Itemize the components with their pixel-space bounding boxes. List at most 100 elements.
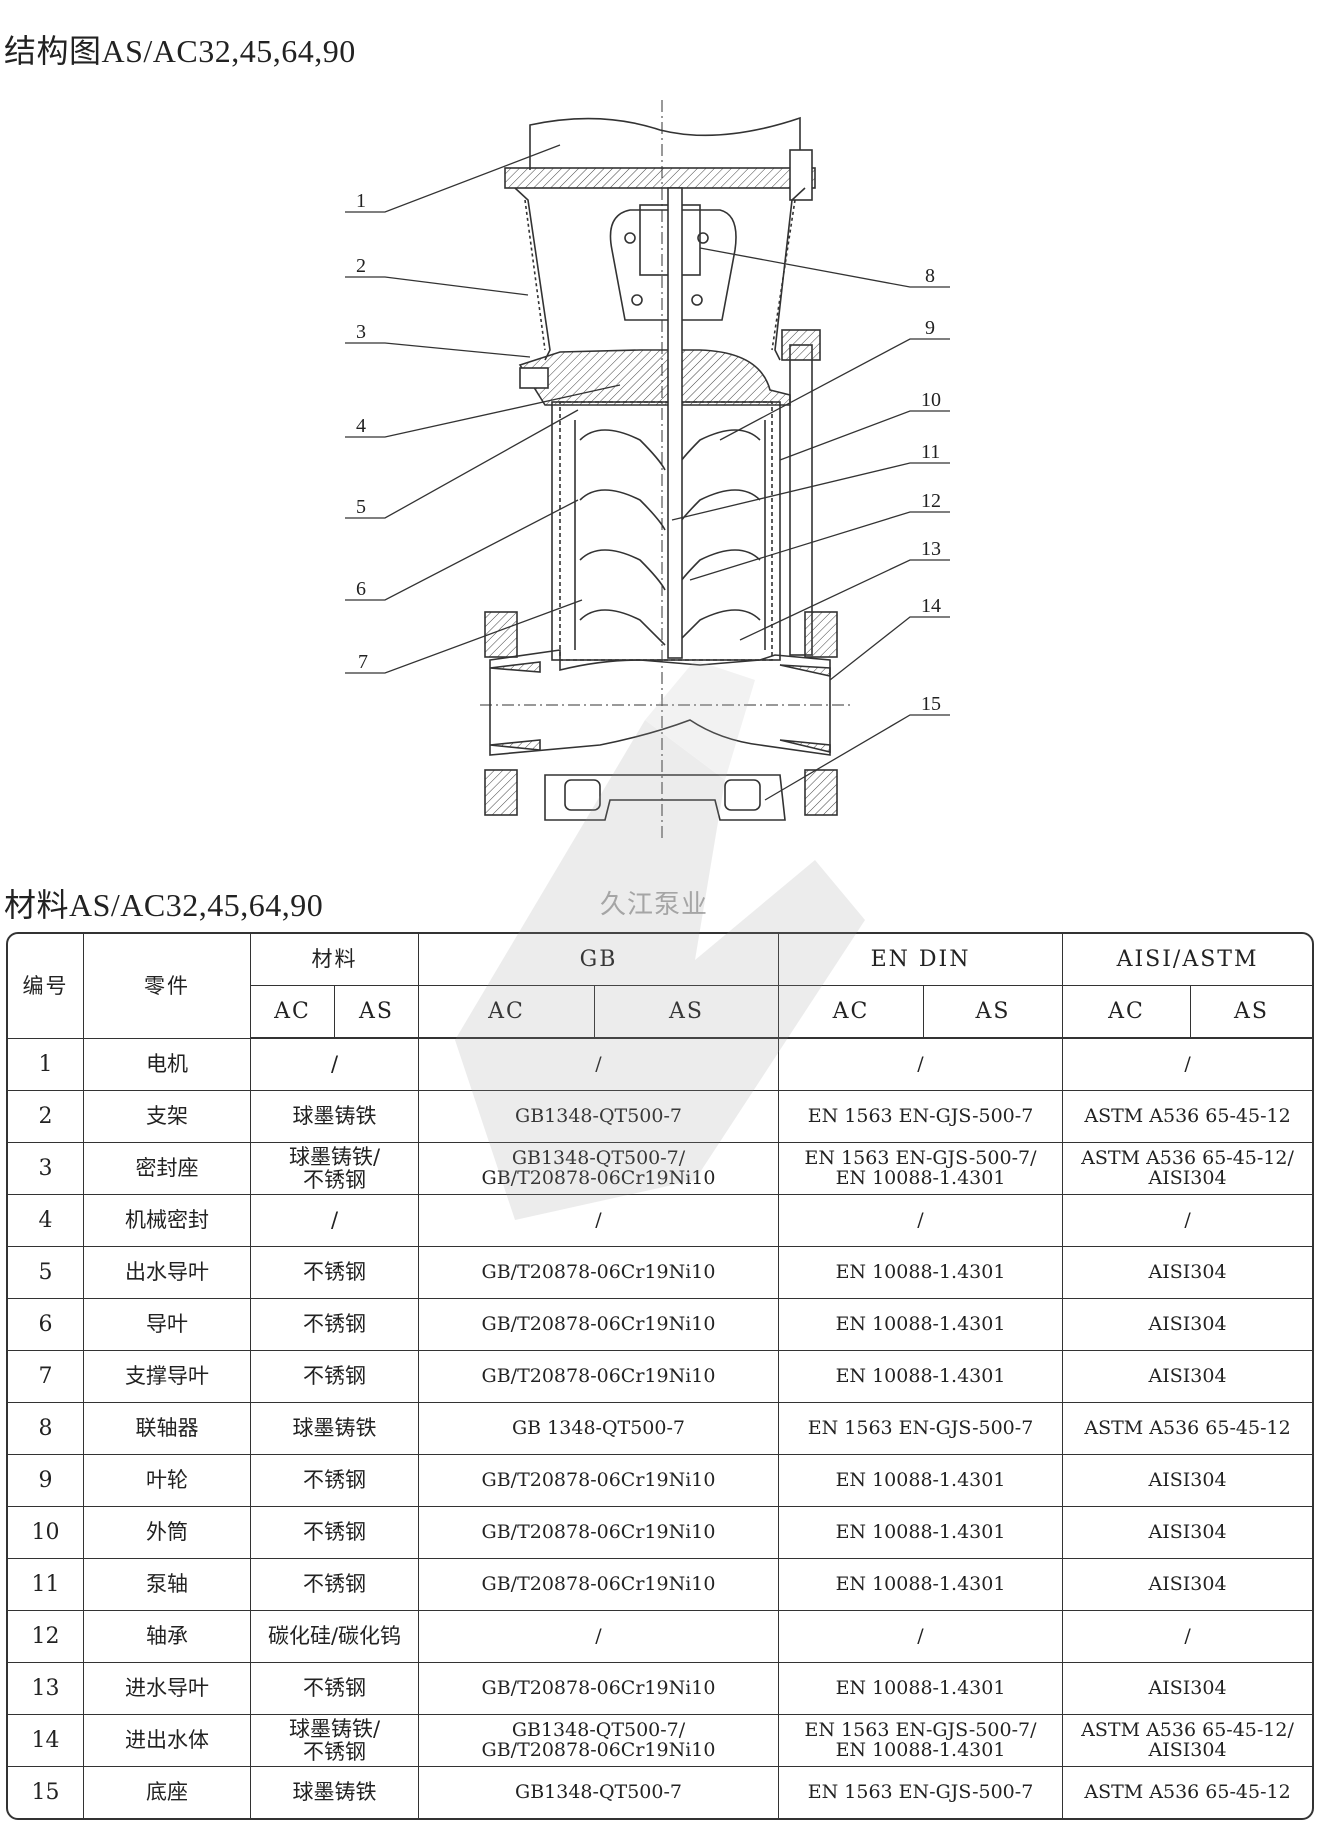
part-name: 外筒 <box>84 1507 251 1559</box>
outer-sleeve <box>551 401 781 661</box>
header-gb-as: AS <box>595 986 779 1039</box>
callout-10: 10 <box>921 389 941 411</box>
part-name: 密封座 <box>84 1143 251 1195</box>
header-en-ac: AC <box>779 986 924 1039</box>
en-din-standard: EN 1563 EN-GJS-500-7 <box>779 1767 1064 1818</box>
material: 球墨铸铁 <box>251 1091 419 1143</box>
callout-8: 8 <box>925 265 935 287</box>
material: 不锈钢 <box>251 1351 419 1403</box>
material: 不锈钢 <box>251 1507 419 1559</box>
row-number: 1 <box>8 1039 84 1091</box>
gb-standard: GB1348-QT500-7 <box>419 1091 779 1143</box>
row-number: 4 <box>8 1195 84 1247</box>
row-number: 8 <box>8 1403 84 1455</box>
row-number: 2 <box>8 1091 84 1143</box>
en-din-standard: / <box>779 1195 1064 1247</box>
row-number: 15 <box>8 1767 84 1818</box>
en-din-standard: EN 10088-1.4301 <box>779 1559 1064 1611</box>
row-number: 12 <box>8 1611 84 1663</box>
callout-9: 9 <box>925 317 935 339</box>
header-aisi-astm: AISI/ASTM <box>1063 934 1313 986</box>
callout-5: 5 <box>356 496 366 518</box>
material: / <box>251 1039 419 1091</box>
material: 不锈钢 <box>251 1559 419 1611</box>
material: / <box>251 1195 419 1247</box>
aisi-astm-standard: ASTM A536 65-45-12 <box>1063 1091 1313 1143</box>
row-number: 7 <box>8 1351 84 1403</box>
aisi-astm-standard: ASTM A536 65-45-12 <box>1084 1780 1291 1803</box>
part-name: 导叶 <box>84 1299 251 1351</box>
gb-standard: GB 1348-QT500-7 <box>419 1403 779 1455</box>
header-en-din: EN DIN <box>779 934 1064 986</box>
callout-4: 4 <box>356 415 366 437</box>
part-name: 出水导叶 <box>84 1247 251 1299</box>
gb-standard: / <box>419 1039 779 1091</box>
callout-13: 13 <box>921 538 941 560</box>
en-din-standard: EN 10088-1.4301 <box>779 1663 1064 1715</box>
part-name: 机械密封 <box>84 1195 251 1247</box>
bracket <box>514 187 806 361</box>
gb-standard: / <box>419 1611 779 1663</box>
material: 球墨铸铁/ 不锈钢 <box>251 1143 419 1195</box>
inlet-outlet-body <box>489 649 831 756</box>
material: 不锈钢 <box>251 1455 419 1507</box>
material: 球墨铸铁/ 不锈钢 <box>251 1715 419 1767</box>
row-number: 3 <box>8 1143 84 1195</box>
base <box>544 774 786 821</box>
gb-standard: GB/T20878-06Cr19Ni10 <box>419 1351 779 1403</box>
shaft <box>667 187 683 659</box>
aisi-astm-standard: ASTM A536 65-45-12 <box>1063 1403 1313 1455</box>
header-material: 材料 <box>251 934 419 986</box>
motor <box>529 116 801 170</box>
part-name: 电机 <box>84 1039 251 1091</box>
header-en-as: AS <box>924 986 1064 1039</box>
material: 不锈钢 <box>251 1299 419 1351</box>
aisi-astm-standard: AISI304 <box>1063 1559 1313 1611</box>
en-din-standard: EN 10088-1.4301 <box>779 1351 1064 1403</box>
header-aisi-ac: AC <box>1063 986 1192 1039</box>
part-name: 底座 <box>84 1767 251 1818</box>
part-name: 进水导叶 <box>84 1663 251 1715</box>
en-din-standard: / <box>779 1611 1064 1663</box>
aisi-astm-standard: AISI304 <box>1063 1351 1313 1403</box>
material: 碳化硅/碳化钨 <box>251 1611 419 1663</box>
callout-7: 7 <box>358 651 368 673</box>
en-din-standard: EN 10088-1.4301 <box>779 1299 1064 1351</box>
row-number: 10 <box>8 1507 84 1559</box>
row-number: 11 <box>8 1559 84 1611</box>
part-name: 支撑导叶 <box>84 1351 251 1403</box>
callout-12: 12 <box>921 490 941 512</box>
header-gb: GB <box>419 934 779 986</box>
header-material-ac: AC <box>251 986 335 1039</box>
material: 球墨铸铁 <box>251 1403 419 1455</box>
header-gb-ac: AC <box>419 986 595 1039</box>
callout-1: 1 <box>356 190 366 212</box>
callout-2: 2 <box>356 255 366 277</box>
aisi-astm-standard: ASTM A536 65-45-12/ AISI304 <box>1063 1143 1313 1195</box>
aisi-astm-standard: / <box>1063 1195 1313 1247</box>
en-din-standard: EN 10088-1.4301 <box>779 1455 1064 1507</box>
motor-flange <box>504 167 816 189</box>
row-number: 14 <box>8 1715 84 1767</box>
seal-housing <box>518 349 791 406</box>
header-part: 零件 <box>84 934 251 1039</box>
aisi-astm-standard: AISI304 <box>1063 1663 1313 1715</box>
callout-leaders <box>345 144 950 801</box>
row-number: 6 <box>8 1299 84 1351</box>
material: 球墨铸铁 <box>251 1767 419 1818</box>
row-number: 9 <box>8 1455 84 1507</box>
aisi-astm-standard: / <box>1063 1611 1313 1663</box>
aisi-astm-standard: AISI304 <box>1063 1455 1313 1507</box>
material: 不锈钢 <box>251 1663 419 1715</box>
aisi-astm-standard: / <box>1063 1039 1313 1091</box>
